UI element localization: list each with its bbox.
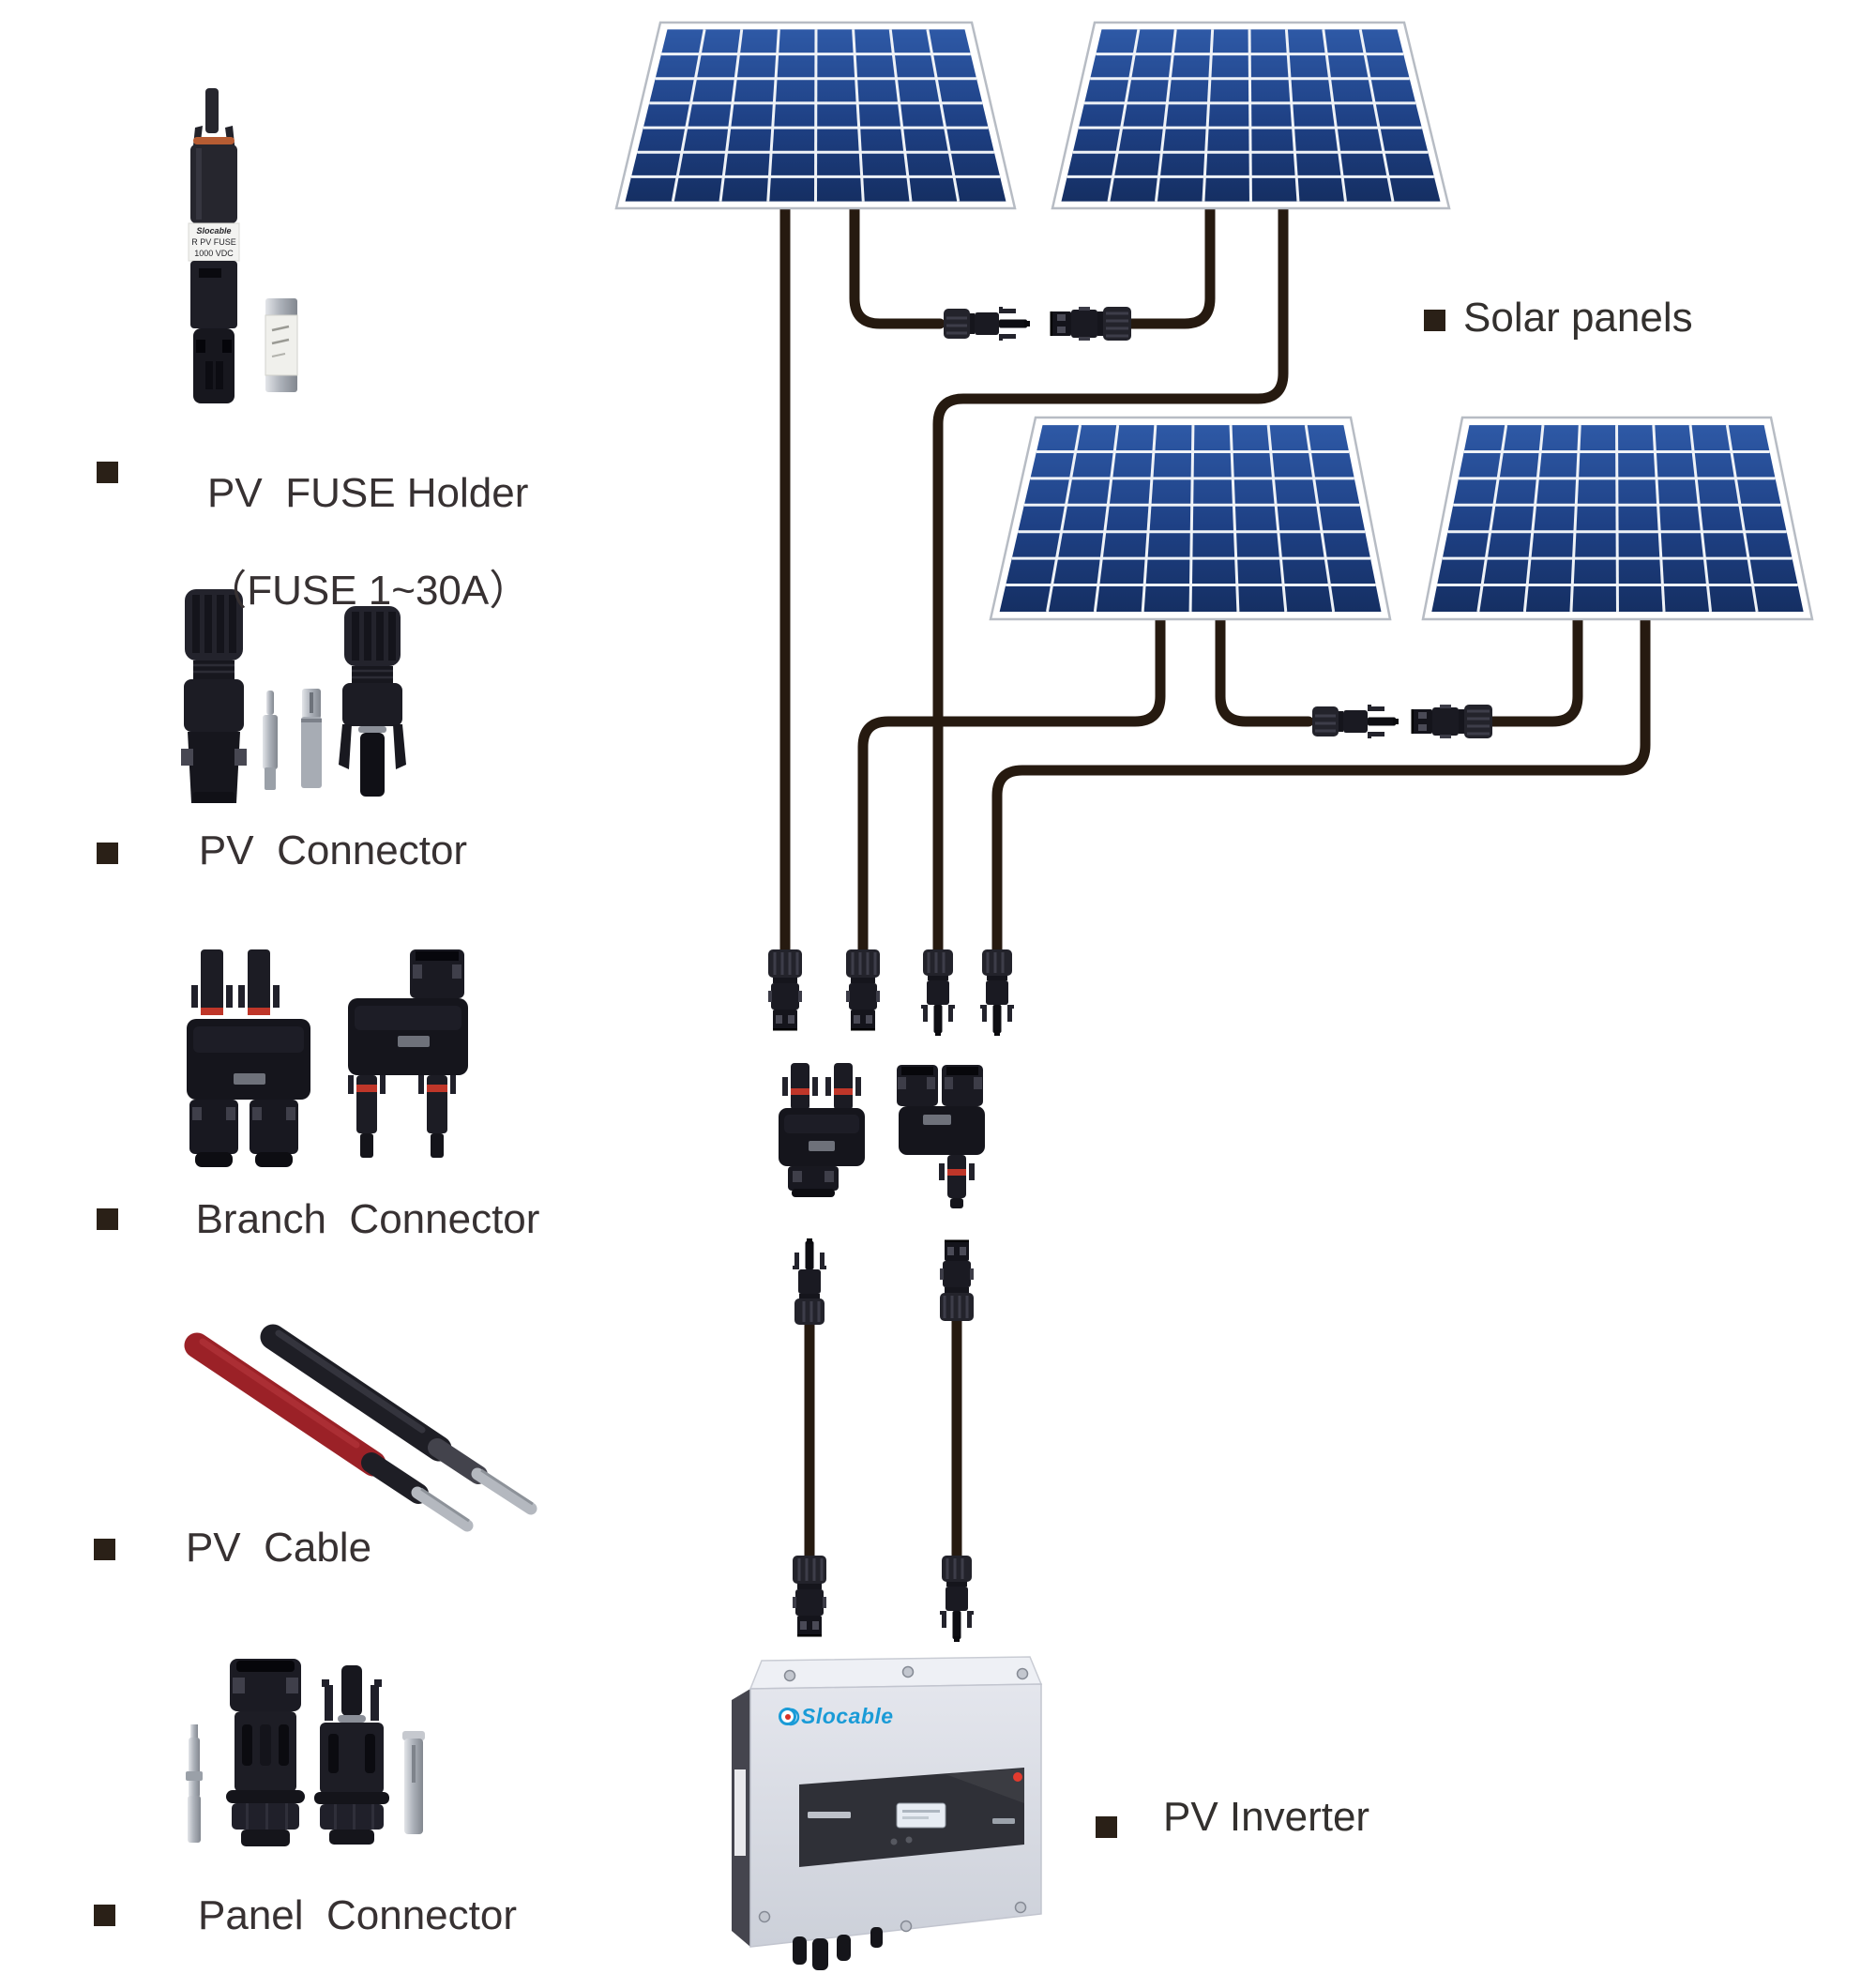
- fuse-label-line2: R PV FUSE: [191, 237, 236, 247]
- legend-bullet-fuse-holder: [97, 462, 118, 483]
- legend-label-line: （FUSE 1~30A）: [205, 568, 531, 614]
- inverter-button: [890, 1838, 898, 1845]
- string-end-female-connector-icon: [766, 948, 804, 1032]
- pv-cabling: [779, 199, 1651, 1565]
- legend-label-fuse-holder: PV FUSE Holder （FUSE 1~30A）: [131, 420, 582, 615]
- cable-panel4-right-to-connector4: [991, 610, 1651, 955]
- display-text-strip: [808, 1812, 851, 1818]
- crimp-pin-female-icon: [301, 689, 322, 788]
- extension-top-female-connector-icon: [938, 1238, 976, 1323]
- inverter-led-indicator: [1013, 1772, 1022, 1782]
- display-model-strip: [992, 1818, 1015, 1824]
- mc4-male-connector-icon: [1310, 703, 1400, 740]
- legend-label-panel-connector: Panel Connector: [198, 1892, 517, 1938]
- extension-top-male-connector-icon: [791, 1237, 828, 1327]
- legend-bullet-pv-connector: [97, 843, 118, 864]
- legend-label-pv-cable: PV Cable: [185, 1525, 372, 1571]
- legend-label-branch-connector: Branch Connector: [195, 1196, 540, 1242]
- solar-panels-label: Solar panels: [1463, 295, 1693, 341]
- legend-label-line: PV FUSE Holder: [207, 470, 529, 516]
- legend-bullet-panel-connector: [94, 1905, 115, 1926]
- crimp-pin-icon: [186, 1724, 203, 1843]
- display-sheen: [946, 1769, 1024, 1803]
- fuse-label-brand: Slocable: [196, 226, 232, 235]
- legend-bullet-branch-connector: [97, 1208, 118, 1230]
- inverter-cable-glands: [793, 1927, 883, 1970]
- legend-label-pv-connector: PV Connector: [198, 828, 468, 873]
- lcd-line: [902, 1816, 929, 1819]
- inverter-button: [905, 1836, 913, 1844]
- cable-link12-to-panel2-left: [1126, 199, 1216, 329]
- fuse-cartridge-icon: [265, 298, 298, 392]
- pv-connector-icon: [181, 589, 406, 803]
- cable-panel1-right-to-link12: [849, 199, 946, 329]
- string-end-female-connector-icon: [844, 948, 882, 1032]
- lcd-line: [902, 1810, 940, 1813]
- panel-connector-icon: [186, 1659, 425, 1846]
- cable-panel3-right-to-link34: [1215, 610, 1314, 727]
- pv-inverter-label: PV Inverter: [1163, 1794, 1370, 1840]
- fuse-label-line3: 1000 VDC: [194, 249, 234, 258]
- pv-fuse-holder-icon: [188, 88, 298, 403]
- mc4-female-connector-icon: [1049, 305, 1133, 342]
- pv-inverter-bullet: [1096, 1816, 1117, 1838]
- branch-connector-icon: [187, 949, 468, 1167]
- cable-link34-to-panel4-left: [1487, 610, 1583, 727]
- inverter-logo-target-icon: [779, 1708, 796, 1725]
- legend-bullet-pv-cable: [94, 1539, 115, 1560]
- solar-panel-3: [989, 416, 1392, 621]
- mc4-female-connector-icon: [1410, 703, 1494, 740]
- string-end-male-connector-icon: [919, 948, 957, 1038]
- solar-panel-4: [1421, 416, 1814, 621]
- solar-panel-2: [1051, 21, 1451, 210]
- branch-connector-right-icon: [897, 1065, 985, 1208]
- mc4-male-connector-icon: [942, 305, 1032, 342]
- fuse-holder-product-label: Slocable R PV FUSE 1000 VDC: [187, 225, 241, 259]
- inverter-side-label: [734, 1769, 746, 1856]
- metal-sleeve-icon: [402, 1731, 425, 1834]
- branch-connector-left-icon: [779, 1063, 865, 1197]
- inverter-lcd-screen: [896, 1802, 946, 1829]
- inverter-logo: Slocable: [779, 1704, 894, 1729]
- string-end-male-connector-icon: [978, 948, 1016, 1038]
- inverter-screws: [758, 1665, 1029, 1933]
- solar-panel-1: [614, 21, 1017, 210]
- cable-panel2-right-to-connector3: [932, 199, 1289, 955]
- pv-cable-icon: [184, 1324, 537, 1532]
- inverter-logo-text: Slocable: [801, 1704, 894, 1728]
- cable-panel3-left-to-connector2: [857, 610, 1166, 955]
- extension-bottom-male-connector-icon: [938, 1554, 976, 1644]
- solar-panels-bullet: [1424, 310, 1445, 331]
- crimp-pin-male-icon: [263, 691, 278, 790]
- extension-bottom-female-connector-icon: [791, 1554, 828, 1638]
